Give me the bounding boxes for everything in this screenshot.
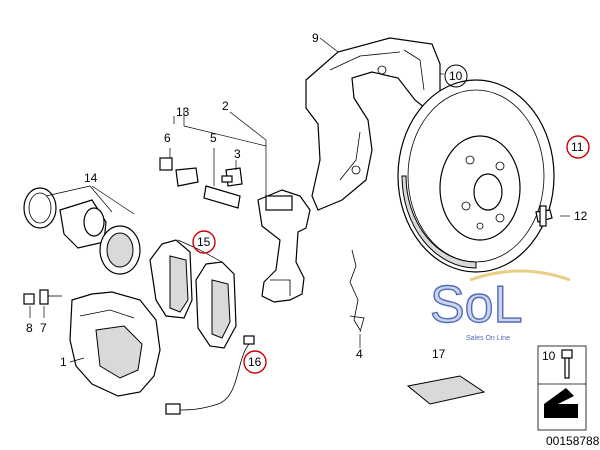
label-10: 10 [449, 69, 463, 83]
brake-disc [397, 79, 555, 273]
label-8: 8 [26, 321, 33, 335]
catalog-number: 00158788 [546, 434, 600, 448]
label-2: 2 [222, 99, 229, 113]
guide-bolts [159, 157, 243, 209]
label-7: 7 [40, 321, 47, 335]
bleeder-screw [23, 289, 62, 305]
label-4: 4 [356, 347, 363, 361]
label-5: 5 [210, 131, 217, 145]
anti-rattle-spring [349, 249, 365, 333]
label-1: 1 [60, 355, 67, 369]
piston-kit [23, 187, 141, 275]
label-11: 11 [571, 140, 584, 154]
label-16: 16 [248, 355, 262, 369]
label-9: 9 [312, 31, 319, 45]
label-13: 13 [176, 105, 190, 119]
leader-lines [29, 37, 570, 363]
watermark-tagline: Sales On Line [466, 335, 510, 342]
label-17: 17 [432, 347, 446, 361]
wear-sensor [165, 335, 255, 415]
label-3: 3 [234, 147, 241, 161]
highlight-circle-11 [566, 135, 590, 159]
sol-watermark: SoL Sales On Line [429, 269, 571, 342]
label-14: 14 [84, 171, 98, 185]
grease-packet [406, 375, 486, 405]
highlight-circle-16 [243, 350, 267, 374]
brake-pads [149, 239, 237, 349]
label-15: 15 [197, 235, 211, 249]
dust-shield [305, 37, 441, 211]
disc-screw [535, 205, 553, 227]
legend-label-10: 10 [542, 349, 556, 363]
caliper-carrier [257, 189, 311, 303]
legend-box: 10 [537, 345, 587, 431]
label-12: 12 [574, 209, 588, 223]
watermark-logo: SoL [430, 276, 523, 334]
highlight-circle-15 [192, 230, 216, 254]
ring-10 [444, 64, 468, 88]
caliper-housing [69, 291, 161, 397]
label-6: 6 [164, 131, 171, 145]
